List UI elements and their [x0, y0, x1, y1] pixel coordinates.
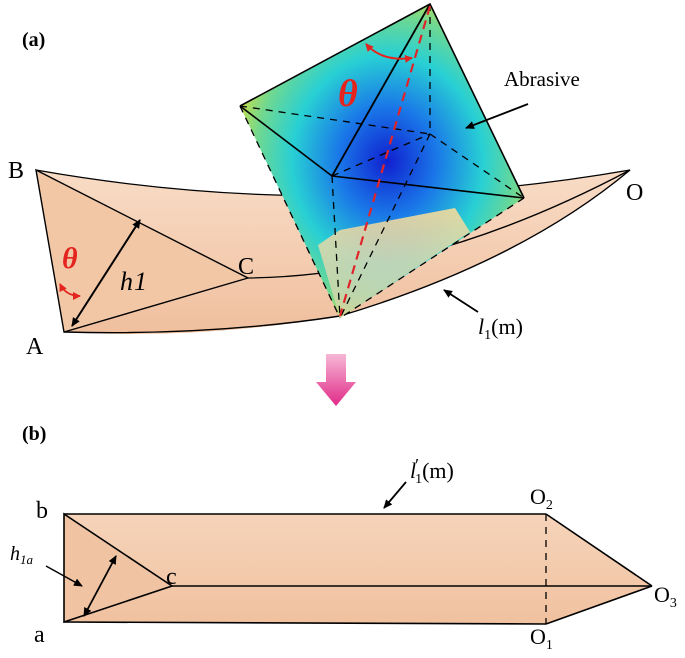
point-O3-sub: 3	[670, 596, 677, 611]
point-O-label: O	[626, 180, 643, 206]
panel-b-label: (b)	[22, 423, 46, 445]
point-O3-base: O	[654, 582, 670, 607]
point-B-label: B	[8, 158, 24, 184]
height-h1-arrow	[71, 219, 141, 327]
curve-l1-base: l	[478, 314, 484, 339]
point-O1-sub: 1	[546, 638, 553, 653]
point-c-label: c	[166, 564, 177, 590]
height-h1a-pointer	[45, 565, 83, 587]
prism-body	[63, 512, 653, 625]
point-O1-label: O1	[530, 624, 553, 653]
curve-l1-prime-pointer	[383, 481, 407, 509]
height-h1-base: h	[120, 267, 133, 296]
abrasive-label: Abrasive	[504, 67, 580, 91]
theta-arc-top	[365, 43, 413, 63]
point-b-label: b	[36, 498, 48, 524]
height-h1a-arrow	[83, 555, 117, 617]
point-O3-label: O3	[654, 582, 677, 611]
height-h1a-label: h1a	[10, 543, 34, 567]
curve-l1-prime-mark: ′	[415, 455, 419, 475]
theta-label-a: θ	[62, 242, 78, 275]
theta-label-top: θ	[338, 73, 358, 115]
curve-pointer-arrow	[443, 289, 479, 313]
point-O2-base: O	[530, 484, 546, 509]
abrasive-octahedron	[239, 2, 525, 319]
curve-l1-prime-arg: (m)	[422, 458, 454, 483]
height-h1a-base: h	[10, 543, 20, 565]
curve-l1-sub: 1	[484, 328, 491, 343]
curve-l1-arg: (m)	[491, 314, 523, 339]
point-O2-sub: 2	[546, 498, 553, 513]
curve-l1-prime-base: l	[410, 458, 416, 483]
transition-down-arrow	[316, 354, 356, 406]
height-h1-label: h1	[120, 267, 147, 296]
curve-l1-prime-label: l′1(m)	[410, 455, 454, 487]
curve-l1-prime-sub: 1	[415, 472, 422, 487]
point-A-label: A	[26, 334, 44, 360]
point-a-label: a	[34, 622, 45, 648]
panel-a-label: (a)	[22, 29, 45, 51]
point-O1-base: O	[530, 624, 546, 649]
curve-l1-label: l1(m)	[478, 314, 523, 343]
height-h1-sub: 1	[134, 267, 147, 296]
point-O2-label: O2	[530, 484, 553, 513]
point-C-label: C	[238, 254, 254, 280]
height-h1a-sub: 1a	[20, 552, 34, 567]
rotation-axis	[338, 5, 432, 317]
abrasive-pointer-arrow	[465, 103, 529, 129]
theta-arc-a	[59, 283, 81, 300]
